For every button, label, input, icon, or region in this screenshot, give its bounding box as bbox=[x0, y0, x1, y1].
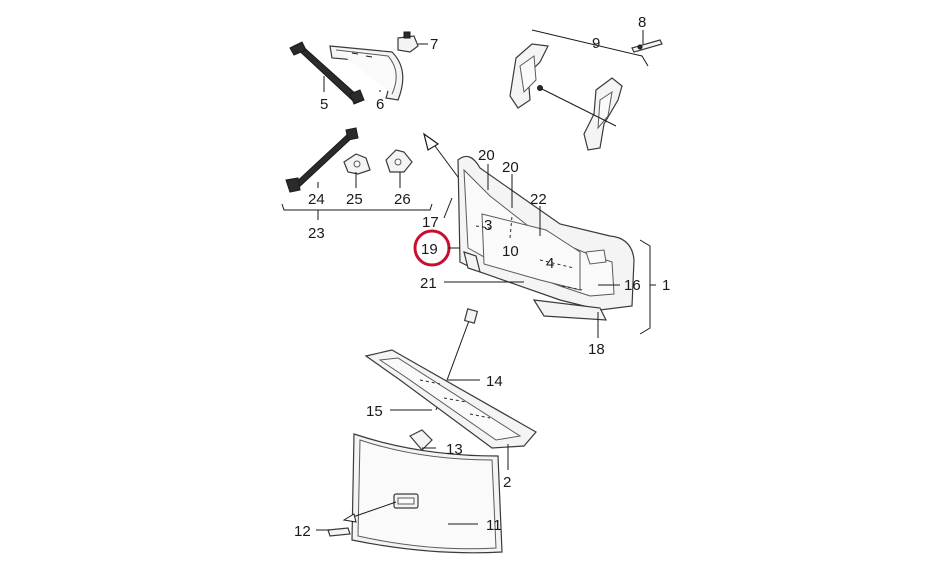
callout-9[interactable]: 9 bbox=[592, 35, 600, 52]
tray-part-2 bbox=[364, 349, 537, 449]
callout-1[interactable]: 1 bbox=[662, 277, 670, 294]
callout-7[interactable]: 7 bbox=[430, 36, 438, 53]
callout-12[interactable]: 12 bbox=[294, 523, 311, 540]
clip-part-7 bbox=[397, 31, 419, 53]
callout-15[interactable]: 15 bbox=[366, 403, 383, 420]
handle-cable-part-12 bbox=[327, 501, 397, 537]
callout-21[interactable]: 21 bbox=[420, 275, 437, 292]
callout-13[interactable]: 13 bbox=[446, 441, 463, 458]
group-bracket-23 bbox=[281, 203, 433, 211]
callout-16[interactable]: 16 bbox=[624, 277, 641, 294]
callout-10[interactable]: 10 bbox=[502, 243, 519, 260]
hinge-assembly-part-9 bbox=[509, 43, 623, 151]
callout-19[interactable]: 19 bbox=[421, 241, 438, 258]
callout-24[interactable]: 24 bbox=[308, 191, 325, 208]
callout-20-right[interactable]: 20 bbox=[502, 159, 519, 176]
upper-tailgate-assembly bbox=[457, 155, 635, 321]
callout-2[interactable]: 2 bbox=[503, 474, 511, 491]
callout-18[interactable]: 18 bbox=[588, 341, 605, 358]
callout-14[interactable]: 14 bbox=[486, 373, 503, 390]
callout-20-left[interactable]: 20 bbox=[478, 147, 495, 164]
callout-8[interactable]: 8 bbox=[638, 14, 646, 31]
callout-22[interactable]: 22 bbox=[530, 191, 547, 208]
lower-panel-part-11 bbox=[351, 433, 503, 554]
callout-11[interactable]: 11 bbox=[486, 517, 502, 534]
callout-26[interactable]: 26 bbox=[394, 191, 411, 208]
bracket-part-25 bbox=[343, 153, 371, 175]
strap-part-24 bbox=[285, 127, 359, 193]
latch-part-13 bbox=[409, 429, 433, 451]
bracket-part-26 bbox=[385, 149, 413, 173]
callout-23[interactable]: 23 bbox=[308, 225, 325, 242]
strap-part-5 bbox=[289, 41, 365, 105]
group-bracket-9 bbox=[531, 29, 649, 67]
callout-6[interactable]: 6 bbox=[376, 96, 384, 113]
trim-part-6 bbox=[329, 45, 404, 101]
callout-5[interactable]: 5 bbox=[320, 96, 328, 113]
callout-4[interactable]: 4 bbox=[546, 255, 554, 272]
callout-17[interactable]: 17 bbox=[422, 214, 439, 231]
callout-25[interactable]: 25 bbox=[346, 191, 363, 208]
callout-3[interactable]: 3 bbox=[484, 217, 492, 234]
group-bracket-1 bbox=[639, 239, 651, 335]
pin-part-8 bbox=[631, 39, 663, 53]
